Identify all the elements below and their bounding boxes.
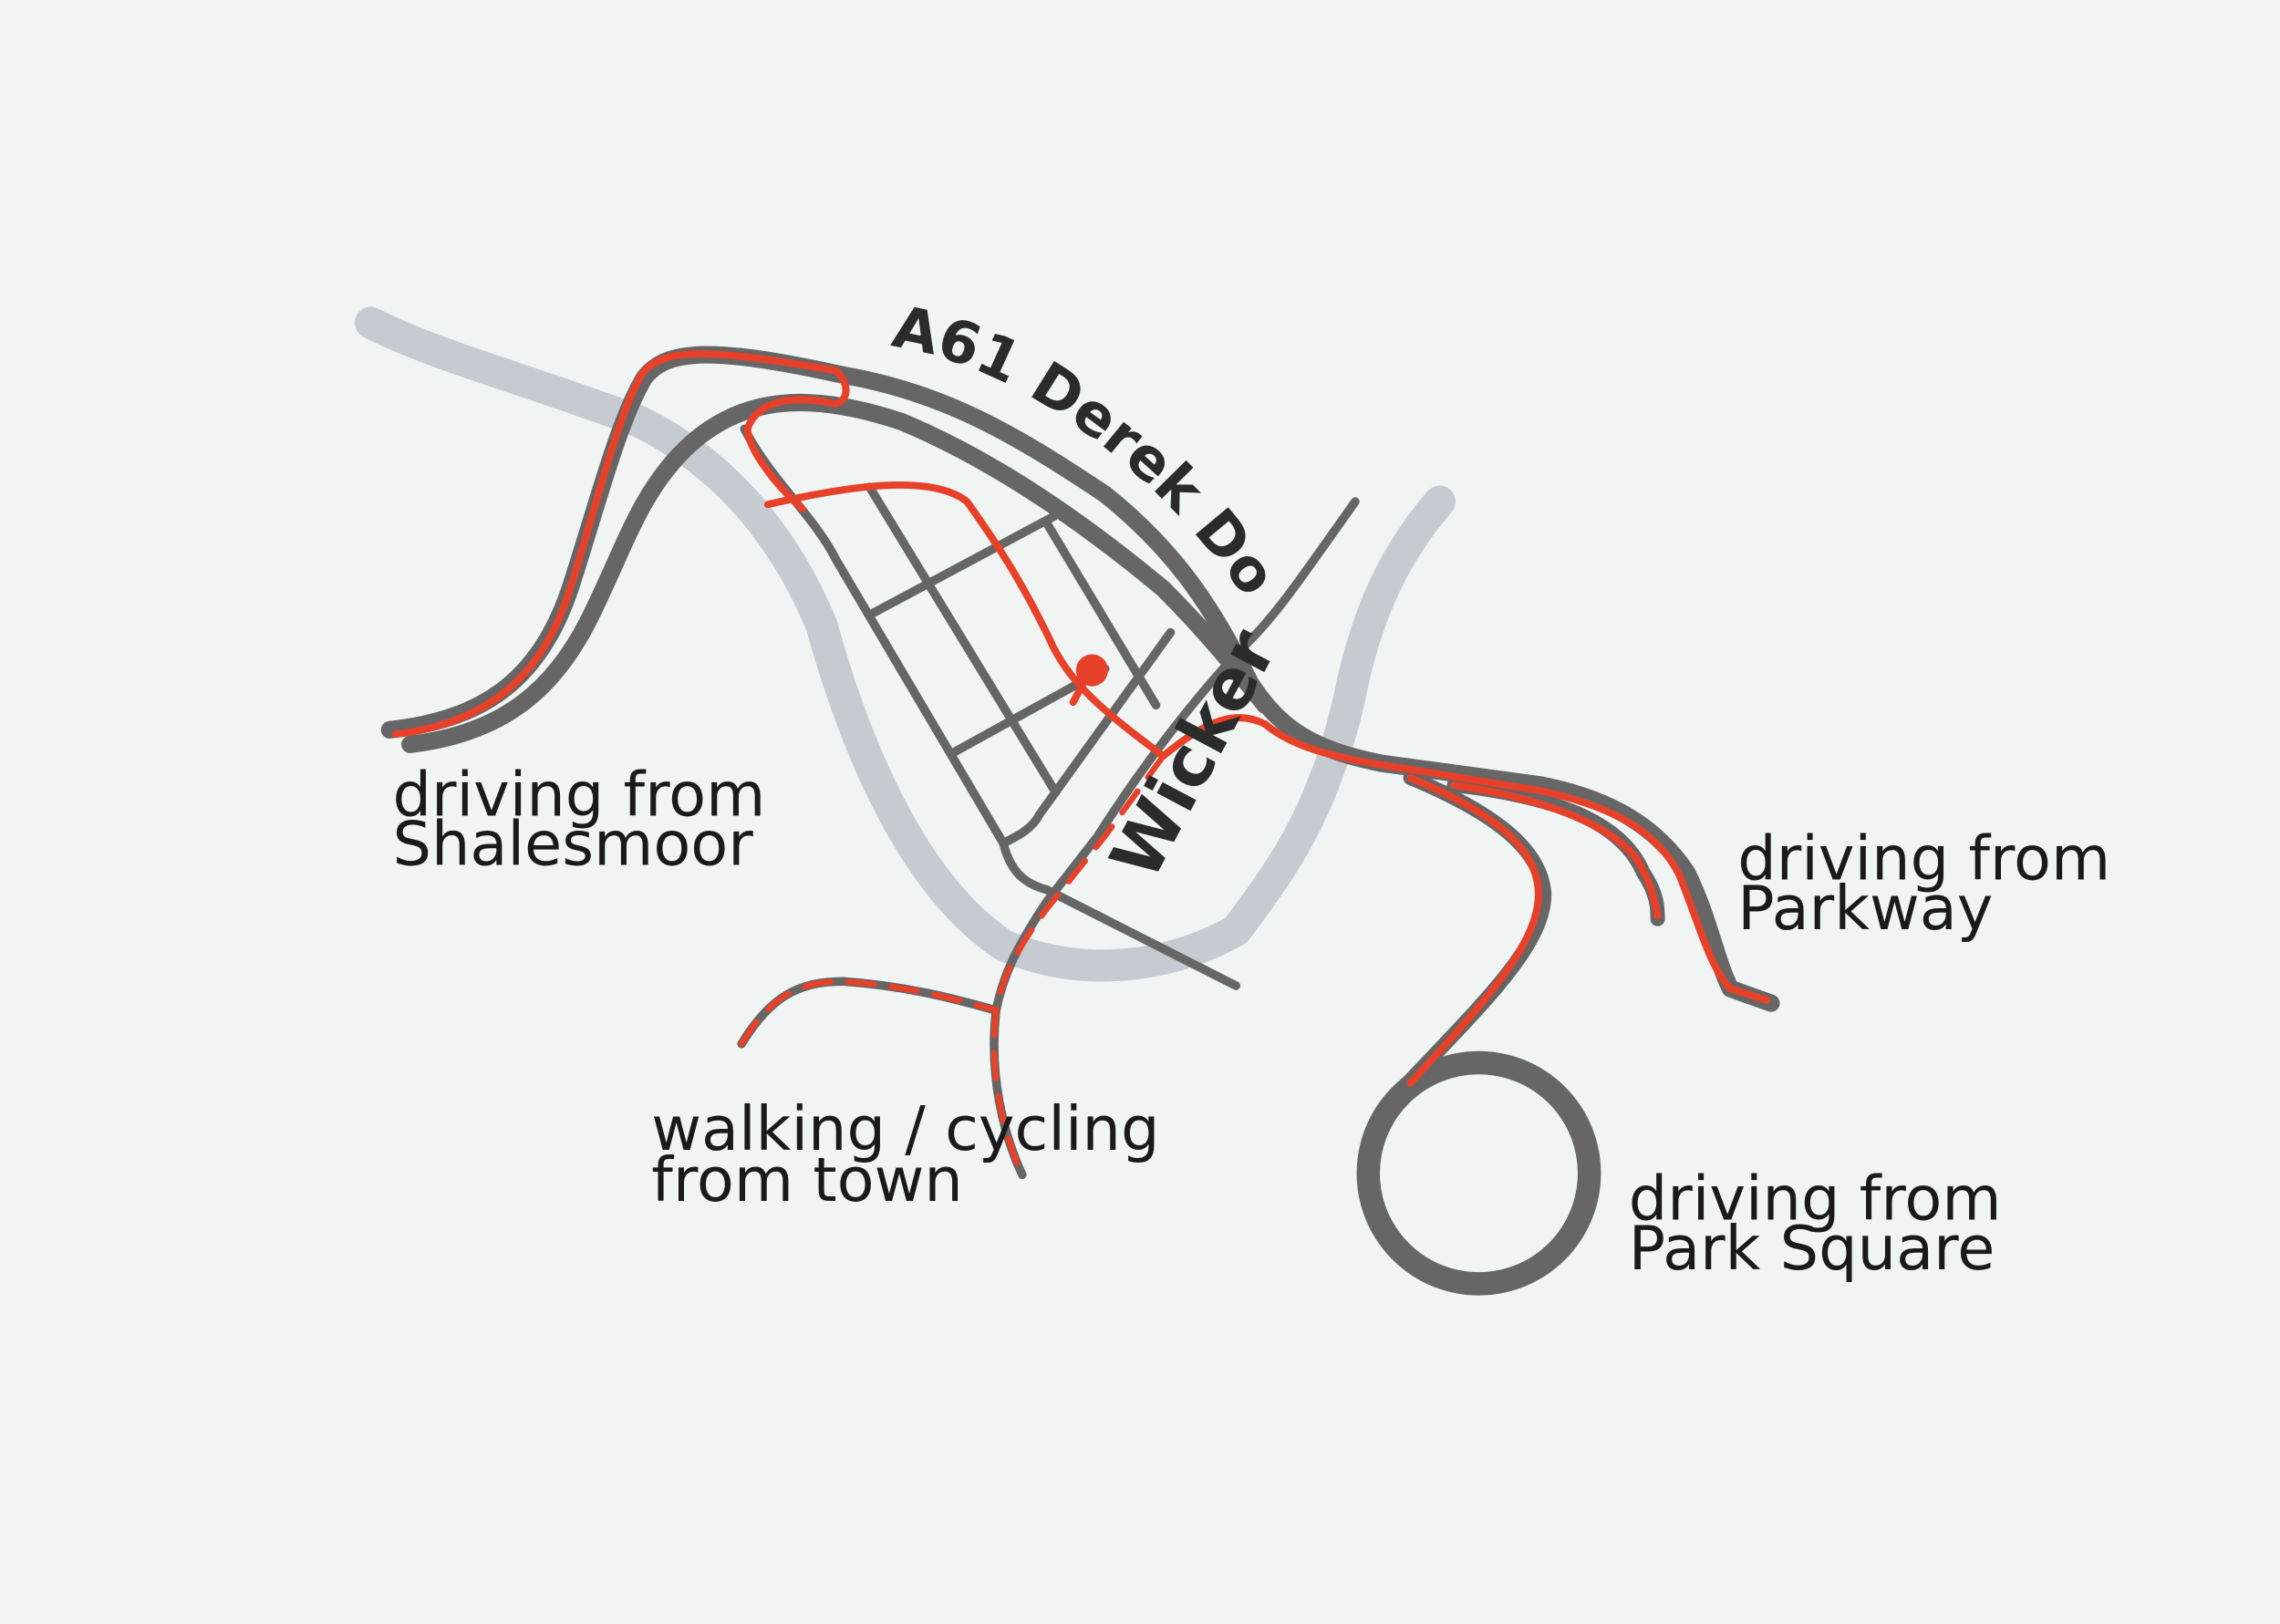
destination-marker — [1075, 654, 1108, 687]
town-label-line2: from town — [651, 1144, 963, 1215]
park-square-label-line1: driving from — [1629, 1164, 2002, 1235]
shalesmoor-label-line2: Shalesmoor — [392, 809, 753, 880]
parkway-label-line2: Parkway — [1737, 873, 1993, 944]
shalesmoor-label-line1: driving from — [392, 759, 765, 830]
walking-routes — [738, 752, 1166, 1178]
park-square-roundabout — [1356, 1050, 1601, 1296]
river — [355, 306, 1456, 982]
park-square-label-line2: Park Square — [1629, 1213, 1995, 1284]
parkway-label-line1: driving from — [1737, 823, 2110, 895]
town-label-line1: walking / cycling — [651, 1093, 1159, 1164]
driving-routes — [391, 350, 1771, 1087]
